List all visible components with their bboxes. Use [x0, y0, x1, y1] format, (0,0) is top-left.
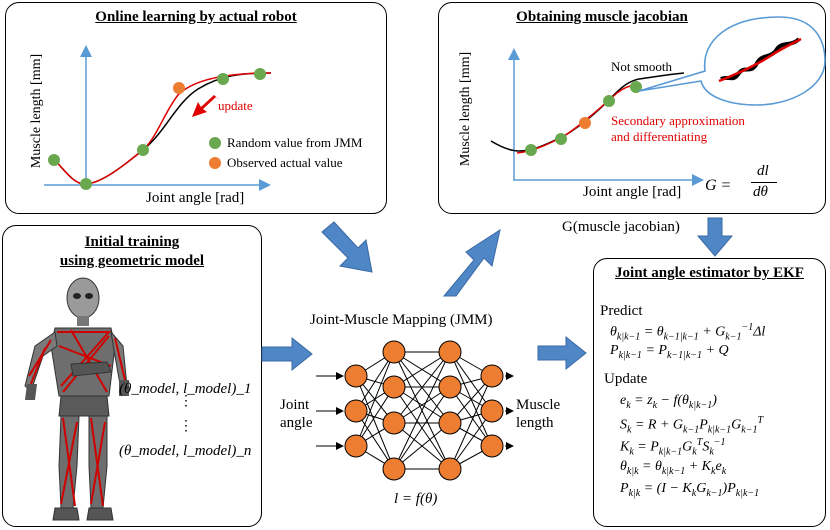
hidden-node	[438, 340, 462, 364]
green-point	[603, 95, 615, 107]
jacobian-plot	[490, 16, 826, 186]
arrow-initial-to-jmm	[261, 336, 313, 372]
hidden-node	[382, 457, 406, 481]
hidden-node	[382, 411, 406, 435]
hidden-node	[382, 340, 406, 364]
jacobian-panel: Obtaining muscle jacobian Muscle length …	[438, 2, 826, 214]
ekf-update-label: Update	[604, 371, 648, 387]
jmm-input-line1: Joint	[280, 397, 310, 413]
ekf-title: Joint angle estimator by EKF	[615, 265, 804, 281]
initial-title-line2: using geometric model	[59, 253, 205, 269]
input-node	[344, 364, 368, 388]
ekf-predict-label: Predict	[600, 303, 643, 319]
ekf-panel: Joint angle estimator by EKF Predict θk|…	[593, 258, 826, 527]
eq-theta-update: θk|k = θk|k−1 + Kkek	[620, 459, 727, 477]
jacobian-formula-lhs: G =	[705, 177, 732, 194]
jacobian-title: Obtaining muscle jacobian	[516, 9, 688, 25]
jacobian-xlabel: Joint angle [rad]	[583, 184, 682, 200]
eq-innovation: ek = zk − f(θk|k−1)	[620, 393, 717, 411]
arrow-to-jmm-from-online	[321, 221, 373, 273]
fraction-bar	[751, 182, 777, 183]
legend-green-label: Random value from JMM	[227, 135, 363, 150]
secondary-line2: and differentiating	[611, 129, 708, 144]
arrow-jmm-to-jacobian	[442, 228, 501, 297]
green-point	[48, 154, 60, 166]
eq-theta-predict: θk|k−1 = θk−1|k−1 + Gk−1−1Δl	[610, 322, 766, 343]
initial-title-line1: Initial training	[84, 234, 180, 250]
arrow-jmm-to-ekf	[537, 335, 587, 371]
eq-p-update: Pk|k = (I − KkGk−1)Pk|k−1	[620, 481, 760, 499]
jmm-output-line1: Muscle	[516, 397, 561, 413]
jmm-output-line2: length	[516, 415, 554, 431]
zoom-red-curve	[718, 37, 802, 83]
green-point	[555, 133, 567, 145]
eq-s: Sk = R + Gk−1Pk|k−1Gk−1T	[620, 415, 764, 436]
green-point	[525, 144, 537, 156]
pair-last: (θ_model, l_model)_n	[119, 443, 252, 459]
robot-figure	[24, 277, 129, 521]
green-point	[137, 144, 149, 156]
output-node	[480, 399, 504, 423]
online-learning-panel: Online learning by actual robot Muscle l…	[5, 2, 387, 214]
eq-p-predict: Pk|k−1 = Pk−1|k−1 + Q	[610, 343, 729, 361]
jmm-formula: l = f(θ)	[394, 491, 438, 507]
jacobian-formula-den: dθ	[753, 184, 768, 200]
vdots-1: ⋮	[179, 394, 193, 409]
jmm-input-line2: angle	[280, 415, 313, 431]
input-node	[344, 399, 368, 423]
input-node	[344, 434, 368, 458]
not-smooth-label: Not smooth	[611, 59, 673, 74]
zoom-bubble	[638, 16, 826, 106]
red-curve	[516, 84, 638, 154]
green-point	[630, 81, 642, 93]
legend-orange-dot	[209, 157, 221, 169]
output-node	[480, 364, 504, 388]
jmm-title: Joint-Muscle Mapping (JMM)	[310, 312, 493, 328]
initial-training-panel: Initial training using geometric model (…	[2, 225, 262, 527]
orange-point	[173, 82, 185, 94]
legend-green-dot	[209, 137, 221, 149]
hidden-node	[438, 411, 462, 435]
online-learning-plot	[44, 45, 272, 191]
jacobian-formula-num: dl	[757, 163, 769, 179]
online-learning-title: Online learning by actual robot	[95, 9, 297, 25]
update-label: update	[218, 98, 253, 113]
green-point	[217, 73, 229, 85]
eq-gain: Kk = Pk|k−1GkTSk−1	[620, 437, 726, 458]
orange-point	[579, 117, 591, 129]
secondary-line1: Secondary approximation	[611, 113, 745, 128]
update-arrow-icon	[192, 95, 221, 117]
pair-first: (θ_model, l_model)_1	[119, 381, 252, 397]
jacobian-flow-label: G(muscle jacobian)	[562, 219, 680, 235]
online-xlabel: Joint angle [rad]	[146, 190, 245, 206]
hidden-node	[382, 375, 406, 399]
legend-orange-label: Observed actual value	[227, 155, 343, 170]
arrow-jacobian-to-ekf	[696, 217, 734, 257]
vdots-2: ⋮	[179, 419, 193, 434]
green-point	[80, 178, 92, 190]
output-node	[480, 434, 504, 458]
hidden-node	[438, 375, 462, 399]
green-point	[254, 68, 266, 80]
hidden-node	[438, 457, 462, 481]
